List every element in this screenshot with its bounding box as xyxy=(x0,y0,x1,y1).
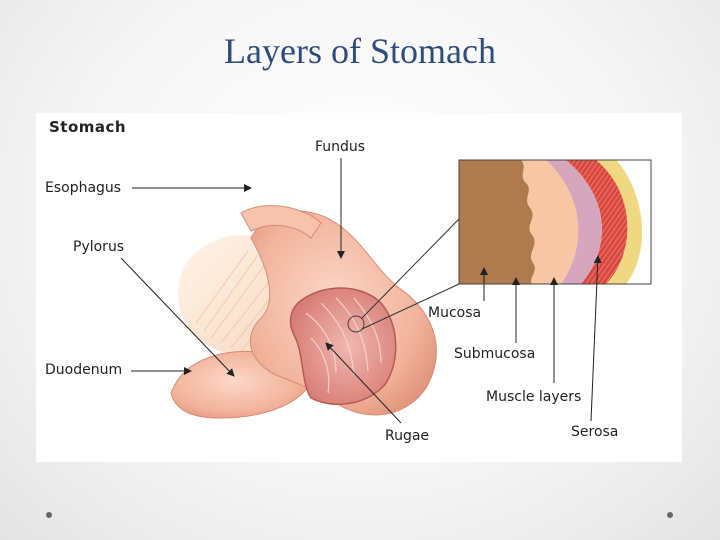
label-muscle-layers: Muscle layers xyxy=(486,389,582,405)
pylorus-arrow xyxy=(120,257,235,377)
diagram-title: Stomach xyxy=(49,118,127,136)
muscle-layer xyxy=(566,160,628,284)
label-esophagus: Esophagus xyxy=(45,180,122,196)
serosa-layer xyxy=(596,160,643,284)
label-rugae: Rugae xyxy=(385,428,430,444)
mucosa-layer xyxy=(459,160,535,284)
submucosa-layer xyxy=(546,160,602,284)
footer-dot-left xyxy=(46,512,52,518)
zoom-circle xyxy=(347,315,365,333)
stomach-interior xyxy=(289,287,397,406)
label-serosa: Serosa xyxy=(571,424,619,440)
stomach-diagram: Stomach Fundus Esophagus Pylorus Duodenu… xyxy=(36,113,682,462)
label-pylorus: Pylorus xyxy=(73,239,125,255)
slide-title: Layers of Stomach xyxy=(224,31,496,71)
stomach-illustration xyxy=(120,158,652,424)
rugae-arrow xyxy=(325,342,402,424)
esophagus-shape xyxy=(240,205,322,239)
footer-dot-right xyxy=(667,512,673,518)
label-fundus: Fundus xyxy=(315,139,366,155)
serosa-arrow xyxy=(590,255,602,422)
label-arrows xyxy=(120,158,602,424)
label-mucosa: Mucosa xyxy=(428,305,482,321)
rugae-folds xyxy=(305,297,382,394)
zoom-connectors xyxy=(361,218,460,330)
layers-inset xyxy=(459,160,651,284)
label-submucosa: Submucosa xyxy=(454,346,536,362)
label-duodenum: Duodenum xyxy=(45,362,123,378)
